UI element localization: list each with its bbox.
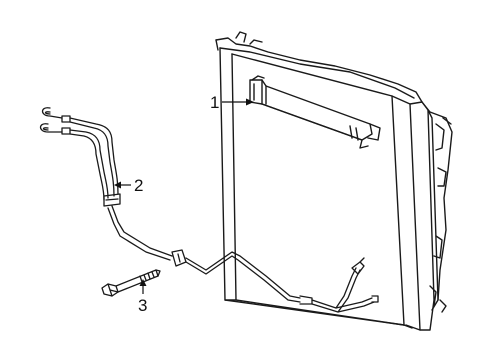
callout-1: 1: [210, 93, 254, 112]
callout-label-3: 3: [138, 296, 147, 315]
callout-2: 2: [114, 176, 143, 195]
callout-3: 3: [138, 279, 147, 315]
radiator-assembly: [215, 31, 453, 331]
callout-label-2: 2: [134, 176, 143, 195]
arrowhead-3: [139, 279, 147, 286]
cooler-line-assembly: [39, 107, 379, 313]
bolt-part: [101, 269, 161, 297]
arrowhead-2: [114, 181, 121, 189]
arrowhead-1: [246, 98, 254, 106]
callout-label-1: 1: [210, 93, 219, 112]
